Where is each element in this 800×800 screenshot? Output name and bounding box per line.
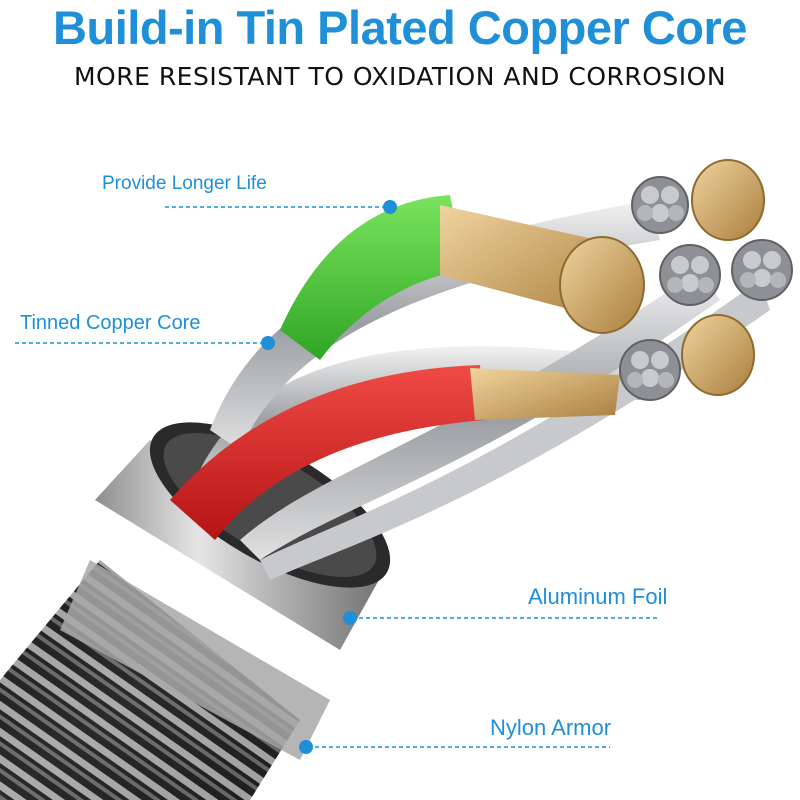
callout-longer-life: Provide Longer Life: [102, 173, 267, 194]
red-wire: [170, 365, 620, 540]
strand-end-middle: [659, 244, 721, 306]
callout-leader-nylon-armor: [299, 740, 610, 754]
callout-nylon-armor: Nylon Armor: [490, 715, 612, 740]
strand-end-right: [731, 239, 793, 301]
callout-aluminum-foil: Aluminum Foil: [528, 584, 668, 609]
page-subtitle: MORE RESISTANT TO OXIDATION AND CORROSIO…: [73, 62, 727, 91]
callout-leader-aluminum-foil: [343, 611, 660, 625]
copper-end-top: [691, 159, 765, 241]
strand-end-top: [631, 176, 689, 234]
strand-end-lower: [619, 339, 681, 401]
page-title: Build-in Tin Plated Copper Core: [53, 1, 747, 54]
green-wire: [280, 195, 645, 360]
callout-tinned-copper-core: Tinned Copper Core: [20, 312, 201, 334]
callout-leader-tinned-core: [15, 336, 275, 350]
callout-leader-longer-life: [165, 200, 397, 214]
copper-end-lower: [681, 314, 755, 396]
